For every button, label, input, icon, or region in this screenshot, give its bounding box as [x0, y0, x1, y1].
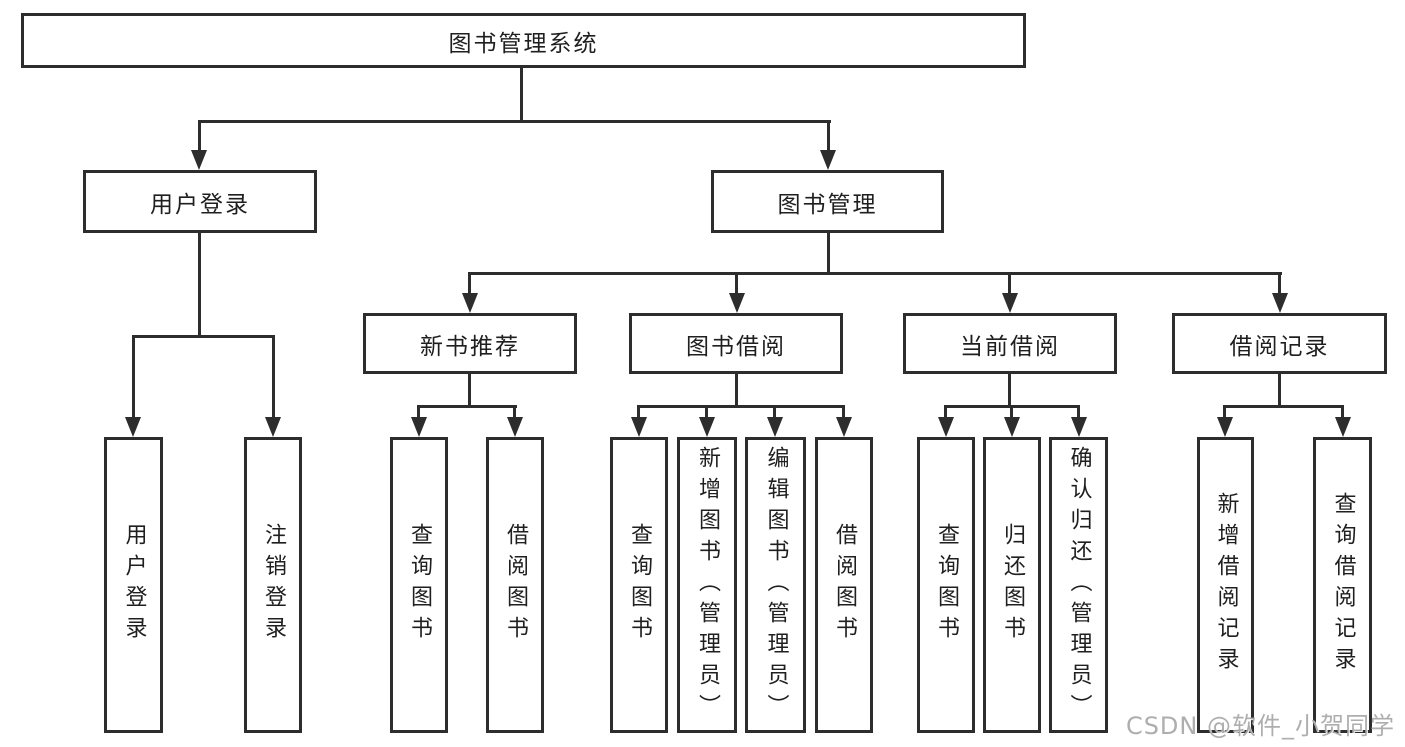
node-book-borrowing: 图书借阅: [629, 313, 843, 374]
connector-line: [272, 335, 275, 421]
node-label: 图书管理: [777, 191, 878, 218]
arrow-down-icon: [1217, 417, 1233, 437]
leaf-borrow-books-recommend: 借阅图书: [486, 437, 544, 733]
arrow-down-icon: [820, 150, 836, 170]
leaf-user-login: 用户登录: [104, 437, 163, 733]
node-library-management-system: 图书管理系统: [21, 13, 1026, 68]
connector-line: [468, 272, 1282, 275]
node-label: 新书推荐: [420, 333, 520, 360]
connector-line: [1077, 405, 1080, 421]
node-label: 借阅图书: [832, 523, 857, 647]
leaf-add-books-admin: 新增图书（管理员）: [677, 437, 737, 733]
node-book-management: 图书管理: [711, 170, 944, 233]
connector-line: [520, 68, 523, 122]
leaf-borrow-books-borrow: 借阅图书: [815, 437, 873, 733]
connector-line: [1008, 272, 1011, 297]
connector-line: [1010, 405, 1013, 421]
connector-line: [637, 405, 845, 408]
node-label: 新增图书（管理员）: [695, 445, 720, 725]
node-label: 确认归还（管理员）: [1066, 445, 1092, 725]
leaf-edit-books-admin: 编辑图书（管理员）: [745, 437, 806, 733]
connector-line: [417, 405, 517, 408]
connector-line: [198, 120, 201, 154]
node-label: 注销登录: [261, 523, 286, 647]
node-new-book-recommendation: 新书推荐: [363, 313, 577, 374]
leaf-query-borrow-record: 查询借阅记录: [1313, 437, 1372, 733]
connector-line: [417, 405, 420, 421]
connector-line: [1341, 405, 1344, 421]
connector-line: [1278, 272, 1281, 297]
connector-line: [944, 405, 947, 421]
leaf-query-books-current: 查询图书: [917, 437, 975, 733]
arrow-down-icon: [1071, 417, 1087, 437]
arrow-down-icon: [1002, 293, 1018, 313]
node-label: 借阅记录: [1229, 333, 1330, 360]
connector-line: [132, 335, 275, 338]
node-label: 图书借阅: [686, 333, 786, 360]
connector-line: [468, 374, 471, 407]
connector-line: [637, 405, 640, 421]
arrow-down-icon: [191, 150, 207, 170]
connector-line: [198, 233, 201, 337]
arrow-down-icon: [1272, 293, 1288, 313]
connector-line: [513, 405, 516, 421]
arrow-down-icon: [411, 417, 427, 437]
connector-line: [773, 405, 776, 421]
connector-line: [827, 120, 830, 154]
connector-line: [1008, 374, 1011, 407]
node-label: 用户登录: [121, 523, 147, 647]
arrow-down-icon: [1004, 417, 1020, 437]
connector-line: [198, 120, 831, 123]
node-current-borrowing: 当前借阅: [903, 313, 1117, 374]
arrow-down-icon: [767, 417, 783, 437]
watermark: CSDN @软件_小贺同学: [1125, 712, 1395, 740]
node-label: 查询图书: [407, 523, 432, 647]
leaf-return-books: 归还图书: [983, 437, 1041, 733]
connector-line: [735, 272, 738, 297]
node-label: 当前借阅: [960, 333, 1060, 360]
arrow-down-icon: [729, 293, 745, 313]
connector-line: [842, 405, 845, 421]
leaf-confirm-return-admin: 确认归还（管理员）: [1049, 437, 1108, 733]
arrow-down-icon: [125, 417, 141, 437]
node-label: 用户登录: [150, 191, 250, 218]
arrow-down-icon: [265, 417, 281, 437]
node-label: 查询图书: [627, 523, 652, 647]
node-label: 查询图书: [934, 523, 959, 647]
leaf-add-borrow-record: 新增借阅记录: [1197, 437, 1254, 733]
connector-line: [468, 272, 471, 297]
arrow-down-icon: [699, 417, 715, 437]
node-label: 新增借阅记录: [1213, 492, 1239, 678]
node-label: 借阅图书: [503, 523, 528, 647]
node-label: 图书管理系统: [448, 30, 599, 57]
arrow-down-icon: [462, 293, 478, 313]
arrow-down-icon: [836, 417, 852, 437]
arrow-down-icon: [1335, 417, 1351, 437]
arrow-down-icon: [631, 417, 647, 437]
arrow-down-icon: [938, 417, 954, 437]
node-label: 查询借阅记录: [1330, 492, 1356, 678]
connector-line: [1223, 405, 1344, 408]
node-borrowing-records: 借阅记录: [1172, 313, 1387, 374]
connector-line: [132, 335, 135, 421]
connector-line: [705, 405, 708, 421]
leaf-logout: 注销登录: [244, 437, 302, 733]
leaf-query-books-borrow: 查询图书: [610, 437, 668, 733]
node-user-login: 用户登录: [83, 170, 317, 233]
arrow-down-icon: [507, 417, 523, 437]
connector-line: [827, 233, 830, 274]
connector-line: [1223, 405, 1226, 421]
leaf-query-books-recommend: 查询图书: [390, 437, 448, 733]
connector-line: [1278, 374, 1281, 407]
connector-line: [735, 374, 738, 407]
node-label: 编辑图书（管理员）: [763, 445, 789, 725]
node-label: 归还图书: [1000, 523, 1025, 647]
